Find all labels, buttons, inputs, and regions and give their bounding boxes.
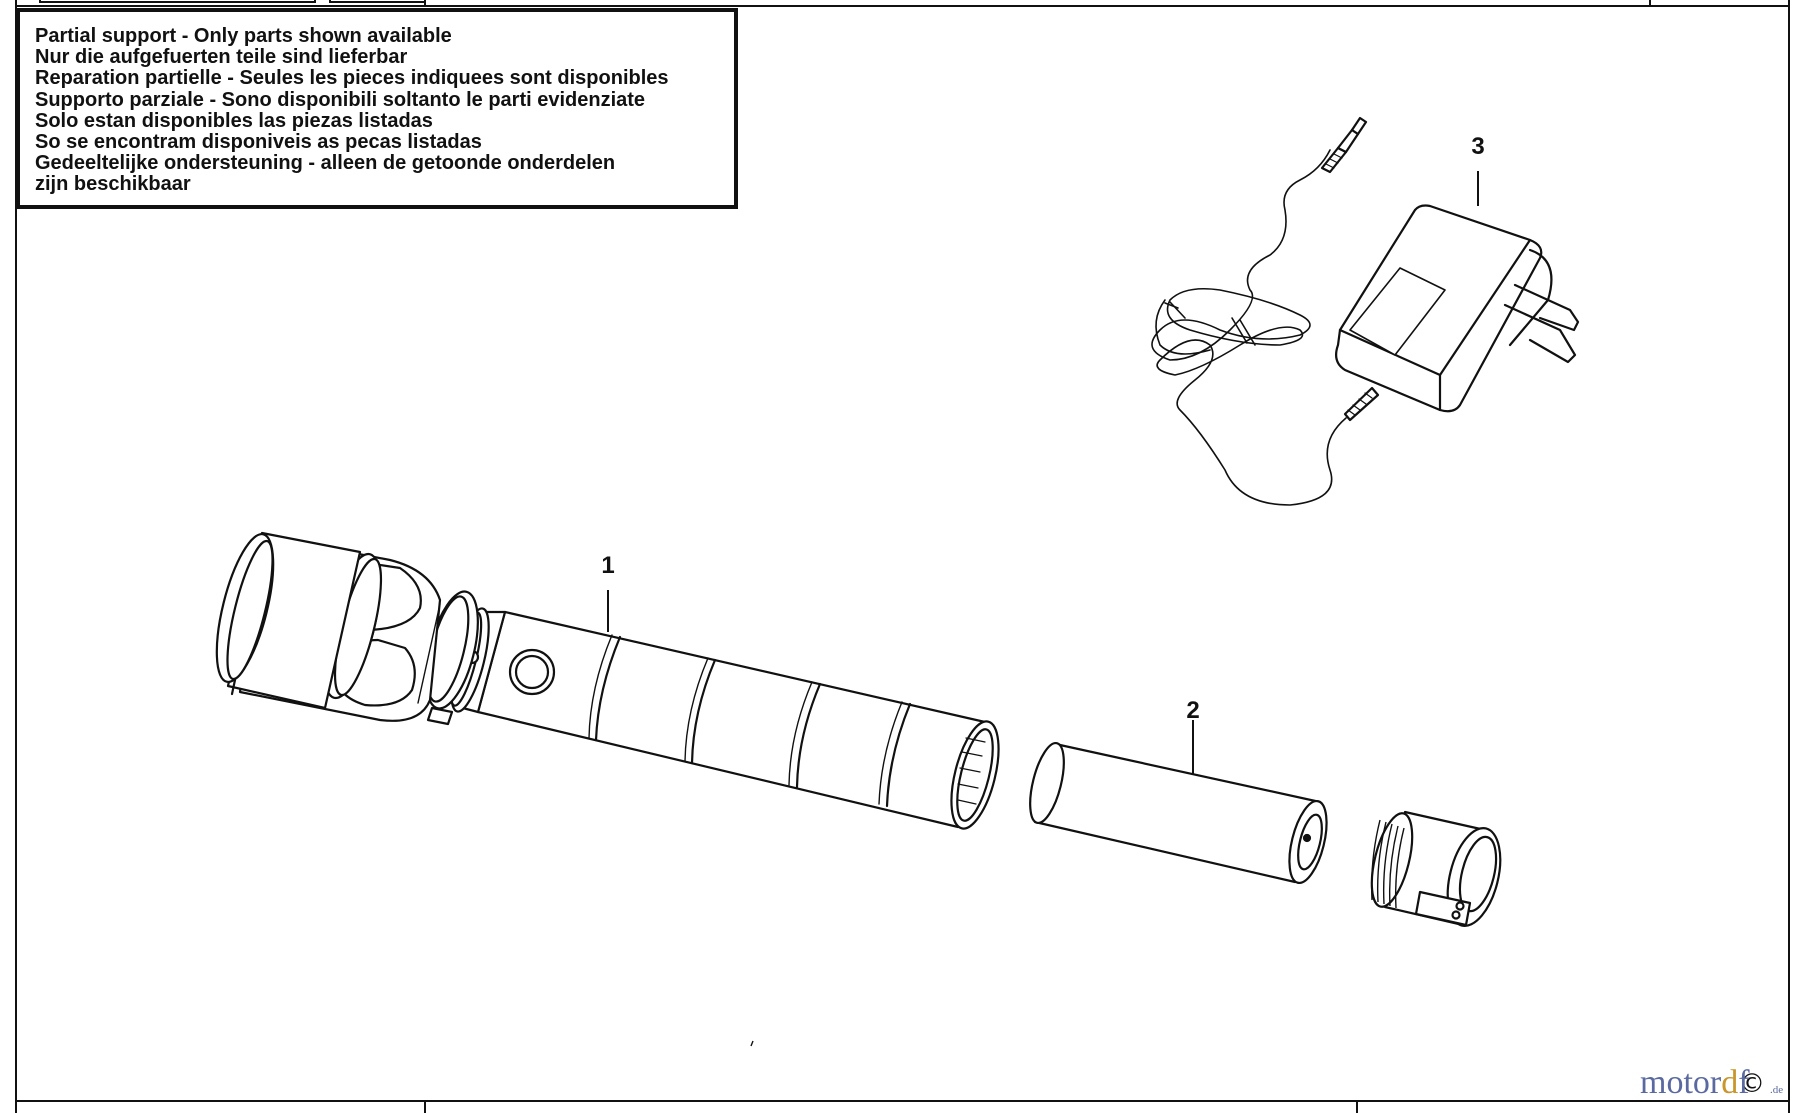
part-2-battery <box>1029 741 1328 885</box>
copyright-symbol: © <box>1739 1069 1765 1099</box>
notice-line-2: Nur die aufgefuerten teile sind lieferba… <box>35 46 408 69</box>
drawing-frame <box>15 0 1790 1113</box>
notice-line-8: zijn beschikbaar <box>35 173 191 196</box>
watermark-tld: .de <box>1770 1084 1784 1096</box>
stray-mark <box>750 1040 754 1047</box>
watermark-rest: f <box>1738 1064 1750 1101</box>
leader-lines <box>607 171 1479 774</box>
part-label-2: 2 <box>1186 697 1199 724</box>
part-label-3: 3 <box>1471 133 1484 160</box>
notice-line-5: Solo estan disponibles las piezas listad… <box>35 109 433 132</box>
partial-support-notice: Partial support - Only parts shown avail… <box>16 8 738 209</box>
watermark-accent: d <box>1721 1064 1739 1101</box>
tail-cap <box>1370 810 1502 927</box>
notice-line-7: Gedeeltelijke ondersteuning - alleen de … <box>35 152 616 175</box>
motordf-watermark: motordf <box>1640 1064 1750 1102</box>
copyright-mark: © <box>1739 1069 1765 1099</box>
part-labels: 1 2 3 <box>601 133 1484 724</box>
notice-line-1: Partial support - Only parts shown avail… <box>35 25 452 47</box>
part-3-charger <box>1151 116 1580 506</box>
part-label-1: 1 <box>601 552 614 579</box>
notice-line-3: Reparation partielle - Seules les pieces… <box>35 67 669 90</box>
part-1-flashlight <box>215 531 1000 830</box>
notice-line-4: Supporto parziale - Sono disponibili sol… <box>35 88 646 111</box>
watermark-main: motor <box>1640 1064 1722 1101</box>
notice-line-6: So se encontram disponiveis as pecas lis… <box>35 131 482 154</box>
header-title-strips <box>39 0 426 3</box>
